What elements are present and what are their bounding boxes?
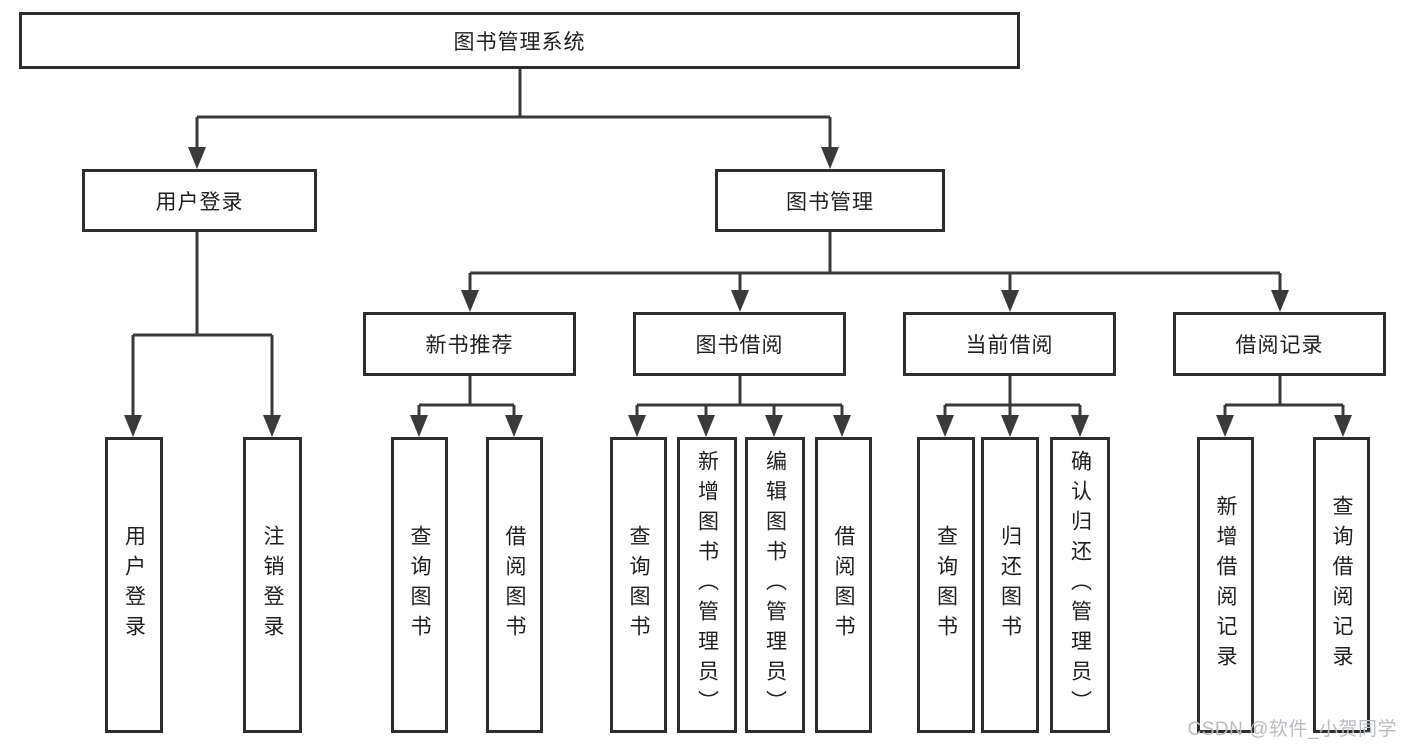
- node-borrowing-records: 借阅记录: [1173, 312, 1386, 376]
- tree-edges: [131, 69, 1345, 418]
- node-book-borrowing: 图书借阅: [633, 312, 846, 376]
- leaf-user-login: 用户登录: [105, 437, 163, 733]
- leaf-logout: 注销登录: [243, 437, 302, 733]
- leaf-label: 查询图书: [934, 525, 958, 645]
- leaf-add-books-admin: 新增图书（管理员）: [677, 437, 737, 733]
- node-label: 图书管理: [786, 190, 874, 214]
- leaf-return-books: 归还图书: [981, 437, 1039, 733]
- arrow-heads: [124, 147, 1352, 437]
- leaf-borrow-books-recommend: 借阅图书: [486, 437, 543, 733]
- node-user-login: 用户登录: [82, 169, 317, 232]
- node-label: 用户登录: [155, 190, 244, 214]
- leaf-confirm-return-admin: 确认归还（管理员）: [1050, 437, 1110, 733]
- leaf-query-books-borrowing: 查询图书: [610, 437, 667, 733]
- leaf-query-borrowing-record: 查询借阅记录: [1313, 437, 1370, 733]
- leaf-label: 用户登录: [122, 525, 146, 645]
- node-library-system: 图书管理系统: [19, 12, 1020, 69]
- leaf-label: 借阅图书: [832, 525, 855, 645]
- csdn-watermark: CSDN @软件_小贺同学: [1187, 719, 1397, 740]
- leaf-query-books-current: 查询图书: [917, 437, 975, 733]
- leaf-label: 归还图书: [998, 525, 1022, 645]
- leaf-add-borrowing-record: 新增借阅记录: [1197, 437, 1254, 733]
- leaf-borrow-books-borrowing: 借阅图书: [815, 437, 872, 733]
- leaf-label: 查询图书: [627, 525, 650, 645]
- leaf-label: 借阅图书: [503, 525, 526, 645]
- node-label: 借阅记录: [1235, 334, 1324, 357]
- node-book-management: 图书管理: [715, 169, 945, 232]
- node-label: 当前借阅: [965, 334, 1054, 357]
- leaf-query-books-recommend: 查询图书: [391, 437, 448, 733]
- node-label: 图书管理系统: [453, 30, 586, 54]
- leaf-label: 注销登录: [261, 525, 284, 645]
- node-current-borrowing: 当前借阅: [903, 312, 1116, 376]
- leaf-label: 查询借阅记录: [1330, 495, 1353, 675]
- node-new-book-recommendation: 新书推荐: [363, 312, 576, 376]
- leaf-label: 编辑图书（管理员）: [763, 450, 787, 720]
- node-label: 图书借阅: [695, 334, 784, 357]
- leaf-label: 查询图书: [408, 525, 431, 645]
- leaf-label: 确认归还（管理员）: [1068, 450, 1092, 720]
- leaf-label: 新增图书（管理员）: [695, 450, 719, 720]
- leaf-label: 新增借阅记录: [1214, 495, 1237, 675]
- node-label: 新书推荐: [425, 334, 514, 357]
- leaf-edit-books-admin: 编辑图书（管理员）: [745, 437, 805, 733]
